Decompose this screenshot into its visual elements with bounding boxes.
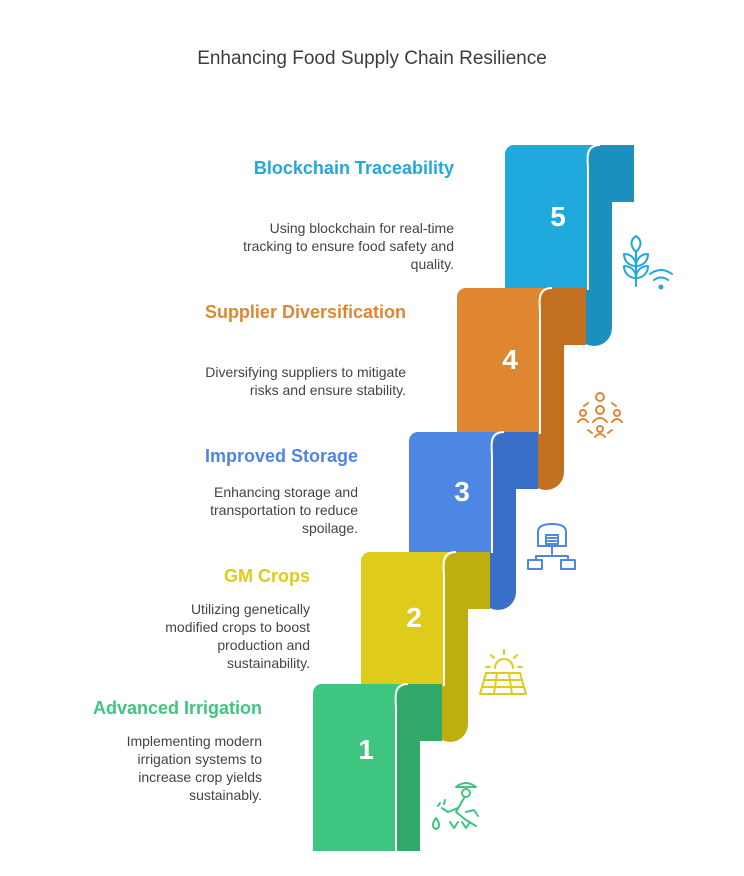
step-4-curl bbox=[538, 287, 553, 434]
step-2-description: Utilizing genetically modified crops to … bbox=[165, 601, 310, 671]
step-3-title: Improved Storage bbox=[204, 446, 358, 466]
step-4-number: 4 bbox=[502, 344, 518, 375]
step-4-description: Diversifying suppliers to mitigate risks… bbox=[205, 364, 406, 398]
warehouse-network-icon bbox=[527, 523, 576, 570]
step-5-title: Blockchain Traceability bbox=[253, 158, 454, 178]
sun-over-field-icon bbox=[479, 649, 527, 695]
step-5-banner: 5 bbox=[505, 144, 634, 346]
step-3-curl bbox=[490, 431, 505, 553]
supplier-network-icon bbox=[577, 392, 623, 438]
step-2-body bbox=[361, 552, 456, 686]
step-3-description: Enhancing storage and transportation to … bbox=[210, 484, 358, 536]
step-4-banner: 4 bbox=[457, 287, 586, 490]
step-5-body bbox=[505, 145, 600, 290]
step-1-number: 1 bbox=[358, 734, 374, 765]
step-1-description: Implementing modern irrigation systems t… bbox=[126, 733, 262, 803]
step-1-body bbox=[313, 684, 408, 851]
step-4-title: Supplier Diversification bbox=[204, 302, 406, 322]
step-5-tail bbox=[575, 145, 634, 346]
step-5-curl bbox=[586, 144, 601, 290]
step-2-banner: 2 bbox=[361, 551, 490, 742]
step-2-tail bbox=[431, 552, 490, 742]
step-4-body bbox=[457, 288, 552, 434]
step-2-title: GM Crops bbox=[223, 566, 310, 586]
step-5-number: 5 bbox=[550, 201, 566, 232]
step-3-tail bbox=[479, 432, 538, 610]
step-2-number: 2 bbox=[406, 602, 422, 633]
step-5-description: Using blockchain for real-time tracking … bbox=[243, 220, 454, 272]
step-3-number: 3 bbox=[454, 476, 470, 507]
diagram-title: Enhancing Food Supply Chain Resilience bbox=[197, 48, 547, 69]
step-1-curl bbox=[394, 683, 409, 851]
farmer-watering-plants-icon bbox=[432, 782, 479, 830]
step-3-body bbox=[409, 432, 504, 553]
step-4-tail bbox=[527, 288, 586, 490]
plant-wireless-icon bbox=[623, 235, 673, 290]
step-3-banner: 3 bbox=[409, 431, 538, 610]
step-2-curl bbox=[442, 551, 457, 686]
step-1-title: Advanced Irrigation bbox=[92, 698, 262, 718]
step-1-banner: 1 bbox=[313, 683, 442, 851]
step-1-tail bbox=[383, 684, 442, 851]
